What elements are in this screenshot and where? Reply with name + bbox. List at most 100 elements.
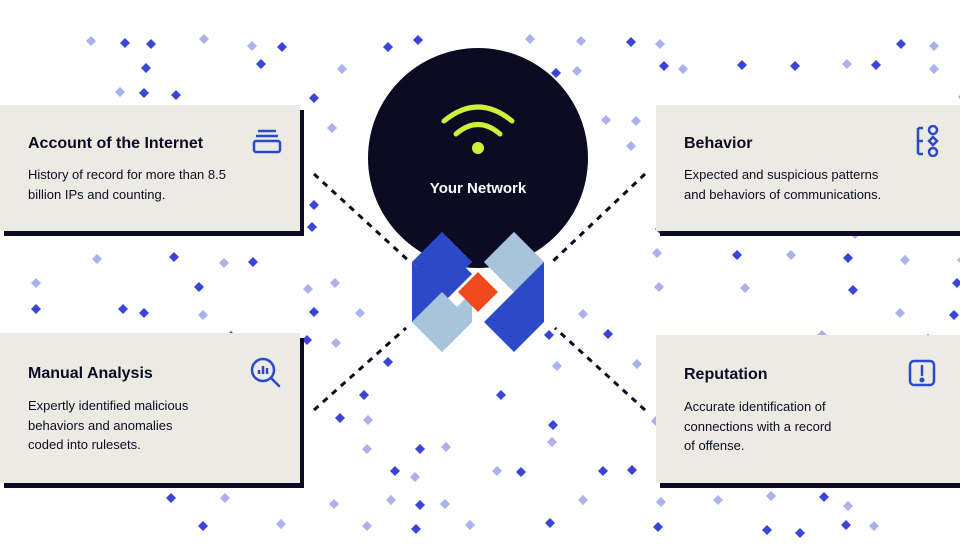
dot-diamond [598,466,608,476]
card-description: History of record for more than 8.5 bill… [28,167,226,202]
dot-diamond [659,61,669,71]
dot-diamond [572,66,582,76]
dot-diamond [219,258,229,268]
dot-diamond [632,359,642,369]
dot-diamond [551,68,561,78]
dot-diamond [31,304,41,314]
dot-diamond [307,222,317,232]
dot-diamond [949,310,959,320]
dot-diamond [120,38,130,48]
dot-diamond [525,34,535,44]
dot-diamond [548,420,558,430]
dot-diamond [139,88,149,98]
dot-diamond [302,335,312,345]
card-description: Accurate identification of connections w… [684,399,832,453]
logo-mark [412,232,544,352]
dot-diamond [256,59,266,69]
connector-bottom-left [313,326,407,412]
dot-diamond [198,310,208,320]
alert-icon [908,359,936,387]
dot-diamond [277,42,287,52]
dot-diamond [410,472,420,482]
dot-diamond [496,390,506,400]
dot-diamond [737,60,747,70]
dot-diamond [653,522,663,532]
dot-diamond [626,141,636,151]
wifi-icon [441,104,515,154]
dot-diamond [850,229,860,239]
dot-diamond [654,282,664,292]
dot-diamond [220,493,230,503]
dot-diamond [247,41,257,51]
card-title: Reputation [684,366,768,383]
connector-top-left [312,172,412,264]
dot-diamond [766,491,776,501]
dot-diamond [900,255,910,265]
dot-diamond [337,64,347,74]
dot-diamond [169,252,179,262]
dot-diamond [516,467,526,477]
dot-diamond [362,444,372,454]
dot-diamond [118,304,128,314]
dot-diamond [578,495,588,505]
dot-diamond [655,39,665,49]
card-behavior: Behavior Expected and suspicious pattern… [656,105,960,231]
dot-diamond [929,64,939,74]
dot-diamond [309,93,319,103]
card-title: Manual Analysis [28,365,153,382]
dot-diamond [31,278,41,288]
dot-diamond [740,283,750,293]
dot-diamond [413,35,423,45]
dot-diamond [441,442,451,452]
dot-diamond [762,525,772,535]
dot-diamond [141,63,151,73]
logo-core [458,272,498,312]
dot-diamond [552,361,562,371]
dot-diamond [492,466,502,476]
dot-diamond [929,41,939,51]
dot-diamond [386,495,396,505]
dot-diamond [309,200,319,210]
dot-diamond [465,520,475,530]
dot-diamond [440,499,450,509]
card-description: Expected and suspicious patterns and beh… [684,167,882,202]
dot-diamond [383,357,393,367]
dot-diamond [545,518,555,528]
dot-diamond [359,390,369,400]
dot-diamond [652,248,662,258]
dot-diamond [871,60,881,70]
dot-diamond [952,278,960,288]
dot-diamond [415,444,425,454]
dot-diamond [383,42,393,52]
dot-diamond [411,524,421,534]
stack-icon [252,129,282,154]
dot-diamond [843,253,853,263]
dot-diamond [795,528,805,538]
dot-diamond [166,493,176,503]
dot-diamond [843,501,853,511]
dot-diamond [139,308,149,318]
dot-diamond [199,34,209,44]
dot-diamond [330,278,340,288]
dot-diamond [601,115,611,125]
card-manual-analysis: Manual Analysis Expertly identified mali… [0,333,300,483]
your-network-label: Your Network [430,180,527,197]
dot-diamond [390,466,400,476]
dot-diamond [335,413,345,423]
dot-diamond [115,87,125,97]
dot-diamond [303,284,313,294]
dot-diamond [869,521,879,531]
connector-top-right [550,172,647,264]
dot-diamond [603,329,613,339]
dot-diamond [841,520,851,530]
dot-diamond [198,521,208,531]
dot-diamond [362,521,372,531]
card-account-of-internet: Account of the Internet History of recor… [0,105,300,231]
dot-diamond [786,250,796,260]
dot-diamond [544,330,554,340]
magnify-chart-icon [250,357,281,388]
dot-diamond [355,308,365,318]
card-description: Expertly identified malicious behaviors … [28,398,189,452]
dot-diamond [276,519,286,529]
